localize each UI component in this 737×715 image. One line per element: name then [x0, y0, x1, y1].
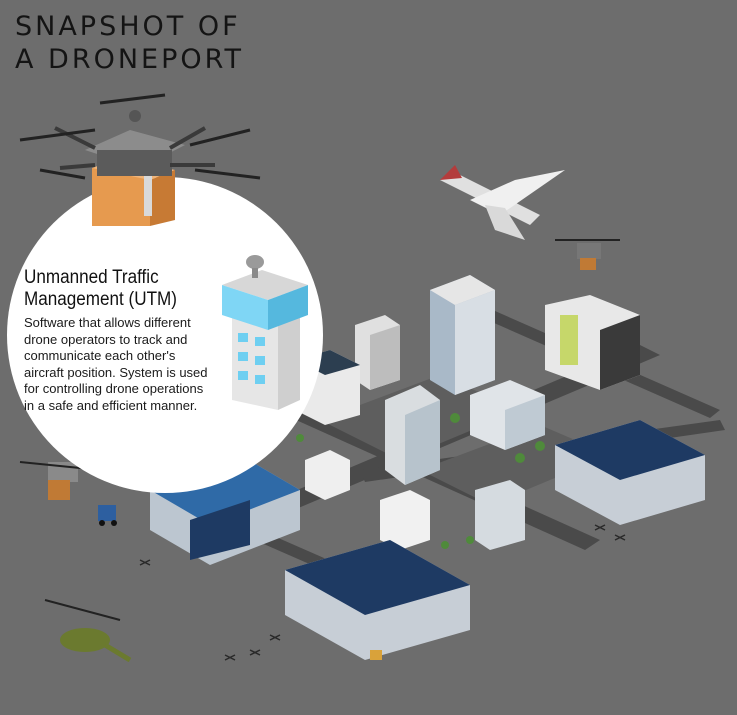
- utm-description: Software that allows different drone ope…: [24, 315, 208, 413]
- utm-highlight-circle: [7, 177, 323, 493]
- hangar-bottom: [285, 540, 470, 660]
- page-title-line2: A DRONEPORT: [15, 44, 244, 75]
- utm-heading: Unmanned Traffic Management (UTM): [24, 267, 195, 311]
- control-tower-icon: [222, 255, 308, 410]
- helicopter-icon: [44, 599, 132, 663]
- utm-callout: Unmanned Traffic Management (UTM) Softwa…: [24, 267, 214, 414]
- drone-icon: [555, 239, 620, 270]
- building-center: [385, 385, 440, 485]
- building-small-center: [305, 450, 350, 500]
- building-tall: [430, 275, 495, 395]
- building-right-mid: [470, 380, 545, 450]
- airplane-icon: [440, 165, 565, 240]
- building-left: [355, 315, 400, 390]
- page-title-line1: SNAPSHOT OF: [15, 11, 241, 42]
- cargo-drone-icon: [19, 93, 261, 226]
- page-title: SNAPSHOT OF A DRONEPORT: [15, 10, 244, 76]
- building-office-bottom: [380, 480, 525, 550]
- trees: [296, 413, 545, 549]
- parked-drones: [139, 524, 626, 661]
- package-icon: [370, 650, 382, 660]
- utm-heading-line1: Unmanned Traffic: [24, 267, 159, 288]
- hangar-right: [555, 420, 705, 525]
- forklift-icon: [98, 505, 117, 526]
- utm-heading-line2: Management (UTM): [24, 289, 177, 310]
- building-mall: [545, 295, 640, 390]
